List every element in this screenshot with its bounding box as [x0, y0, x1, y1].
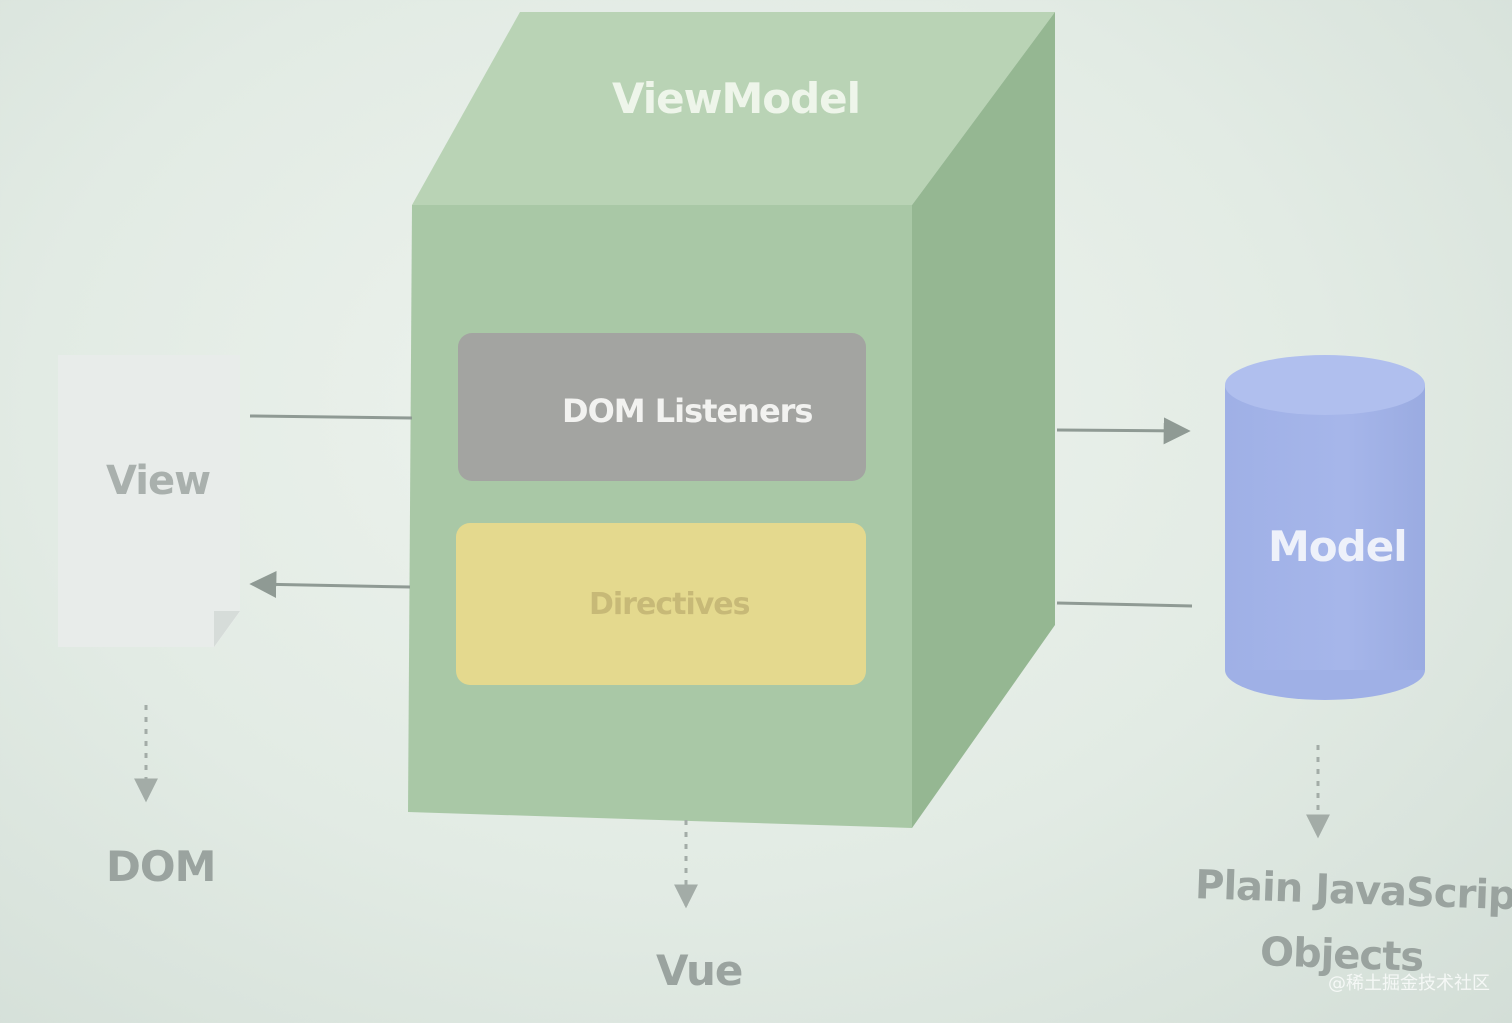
cube-front-face: [408, 205, 912, 828]
cube-side-face: [912, 12, 1055, 828]
cylinder-body: [1225, 385, 1425, 670]
view-label: View: [106, 458, 211, 504]
watermark-text: @稀土掘金技术社区: [1328, 973, 1490, 994]
directives-box: [456, 523, 866, 685]
dom-label: DOM: [106, 842, 216, 891]
model-label: Model: [1268, 522, 1408, 571]
arrow-viewmodel-to-model: [1056, 417, 1191, 445]
directives-label: Directives: [589, 587, 750, 622]
arrow-viewmodel-to-view: [249, 570, 411, 598]
dom-listeners-box: [458, 333, 866, 481]
viewmodel-label: ViewModel: [612, 74, 861, 123]
arrow-model-to-viewmodel: [1056, 601, 1193, 608]
cylinder-top: [1225, 355, 1425, 415]
model-cylinder: [1225, 355, 1425, 700]
dom-listeners-label: DOM Listeners: [562, 392, 813, 430]
vue-label: Vue: [656, 946, 743, 995]
cube-top-face: [412, 12, 1055, 205]
arrow-view-to-viewmodel: [249, 414, 413, 420]
